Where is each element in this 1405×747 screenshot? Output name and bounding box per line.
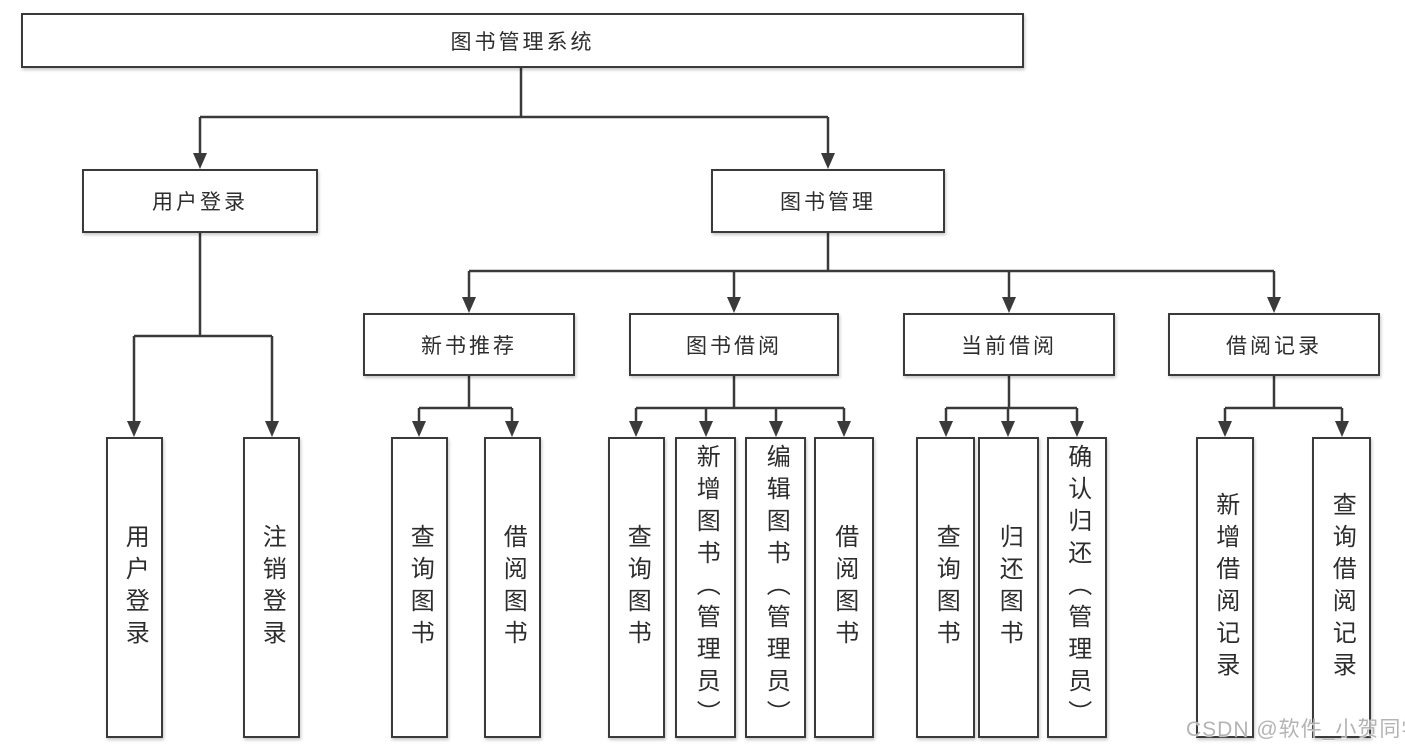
node-new-book-recommend: 新书推荐 — [363, 313, 575, 376]
leaf-current-query-books-label: 查询图书 — [932, 523, 960, 652]
leaf-current-return-books: 归还图书 — [978, 437, 1039, 738]
leaf-record-query-borrow-record: 查询借阅记录 — [1312, 437, 1371, 738]
leaf-borrow-query-books-label: 查询图书 — [623, 523, 651, 652]
leaf-borrow-query-books: 查询图书 — [608, 437, 665, 738]
leaf-record-add-borrow-record-label: 新增借阅记录 — [1211, 491, 1239, 684]
leaf-borrow-add-books-admin-label: 新增图书（管理员） — [692, 443, 720, 732]
node-borrow-record: 借阅记录 — [1168, 313, 1380, 376]
node-root: 图书管理系统 — [21, 13, 1024, 68]
leaf-borrow-borrow-books: 借阅图书 — [814, 437, 874, 738]
node-new-book-recommend-label: 新书推荐 — [421, 334, 517, 358]
leaf-recommend-borrow-books: 借阅图书 — [484, 437, 541, 738]
node-borrow-record-label: 借阅记录 — [1226, 334, 1322, 358]
leaf-recommend-borrow-books-label: 借阅图书 — [499, 523, 527, 652]
leaf-borrow-edit-books-admin: 编辑图书（管理员） — [745, 437, 806, 738]
leaf-borrow-edit-books-admin-label: 编辑图书（管理员） — [762, 443, 790, 732]
leaf-current-confirm-return-admin: 确认归还（管理员） — [1047, 437, 1107, 738]
leaf-logout: 注销登录 — [243, 437, 300, 738]
node-current-borrow-label: 当前借阅 — [961, 334, 1057, 358]
node-user-login-label: 用户登录 — [152, 191, 248, 214]
node-book-management-label: 图书管理 — [780, 191, 876, 214]
leaf-current-query-books: 查询图书 — [916, 437, 975, 738]
node-current-borrow: 当前借阅 — [903, 313, 1115, 376]
node-root-label: 图书管理系统 — [450, 30, 595, 54]
csdn-watermark: CSDN @软件_小贺同学 — [1186, 718, 1405, 741]
node-book-borrow-label: 图书借阅 — [686, 334, 782, 358]
leaf-record-query-borrow-record-label: 查询借阅记录 — [1328, 491, 1356, 684]
leaf-recommend-query-books: 查询图书 — [391, 437, 448, 738]
leaf-record-add-borrow-record: 新增借阅记录 — [1196, 437, 1254, 738]
node-book-borrow: 图书借阅 — [629, 313, 839, 376]
leaf-current-return-books-label: 归还图书 — [995, 523, 1023, 652]
leaf-user-login-label: 用户登录 — [121, 523, 149, 652]
leaf-borrow-borrow-books-label: 借阅图书 — [830, 523, 858, 652]
node-book-management: 图书管理 — [711, 169, 945, 233]
leaf-recommend-query-books-label: 查询图书 — [406, 523, 434, 652]
leaf-borrow-add-books-admin: 新增图书（管理员） — [675, 437, 736, 738]
leaf-logout-label: 注销登录 — [258, 523, 286, 652]
leaf-user-login: 用户登录 — [106, 437, 163, 738]
leaf-current-confirm-return-admin-label: 确认归还（管理员） — [1063, 443, 1091, 732]
node-user-login: 用户登录 — [82, 169, 318, 233]
